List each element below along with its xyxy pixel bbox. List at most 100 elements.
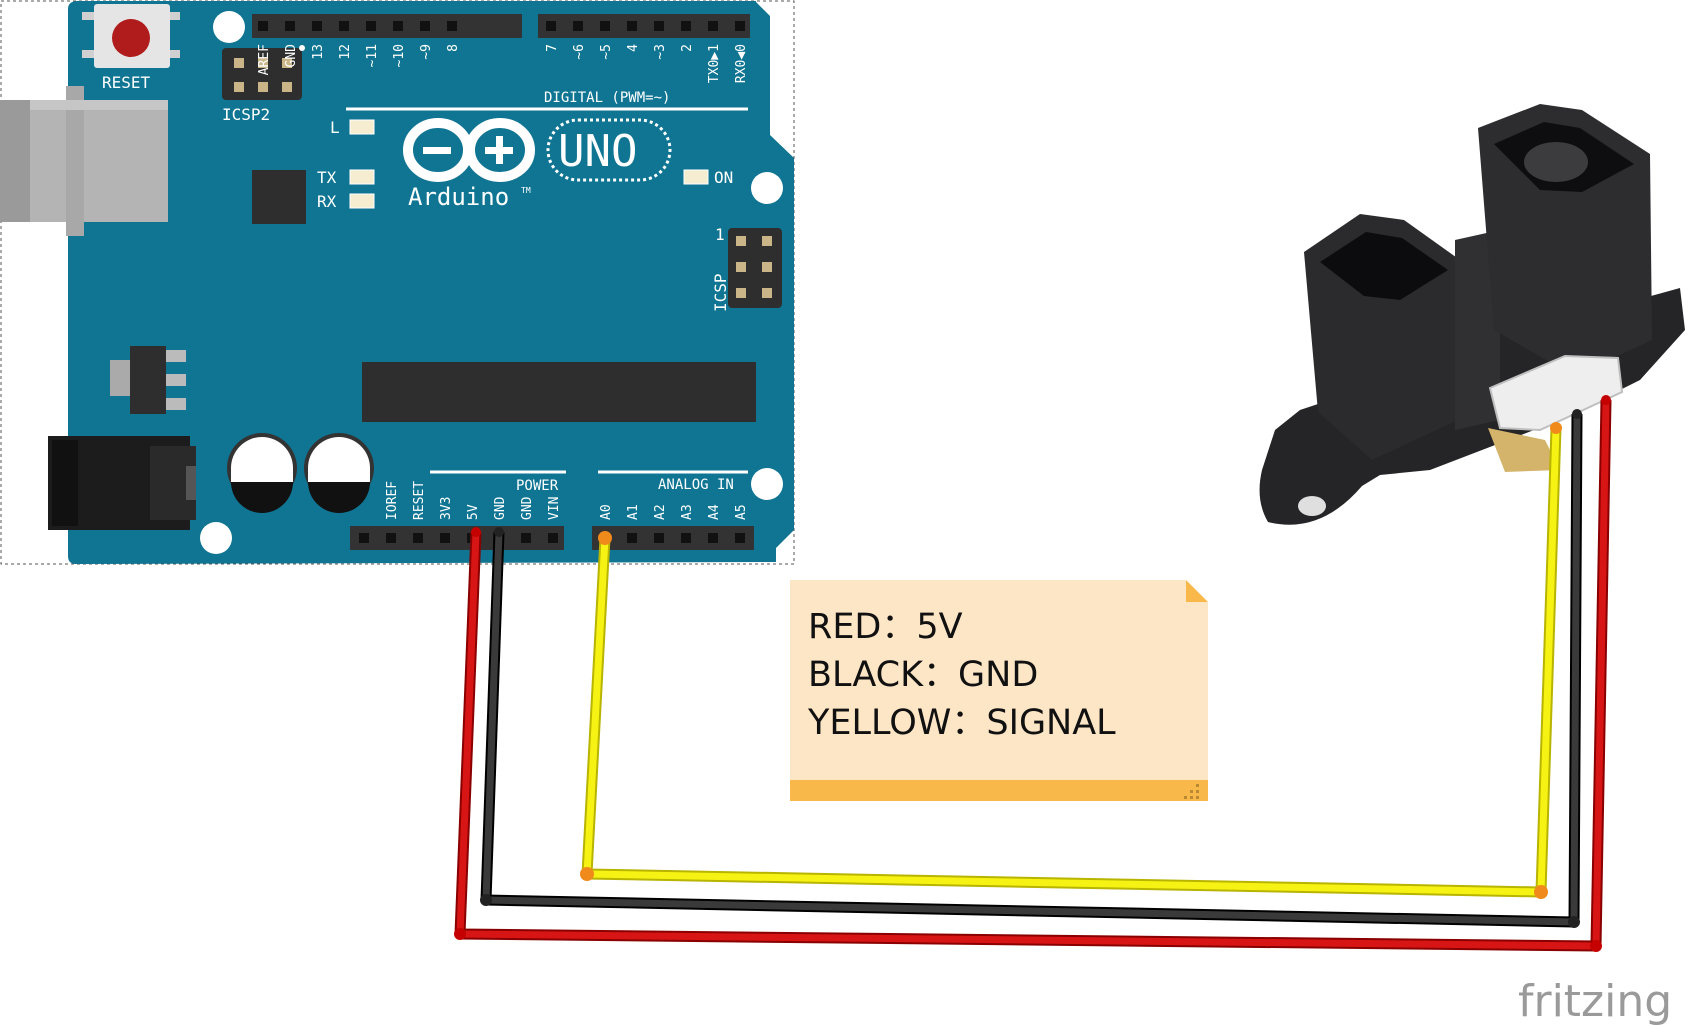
wire-endpoint[interactable] <box>494 527 504 537</box>
digital-label: DIGITAL (PWM=~) <box>544 90 670 106</box>
led-on-label: ON <box>714 168 733 187</box>
pin-label: ~9 <box>419 44 434 60</box>
black-wire-core <box>482 413 1581 926</box>
header-pin[interactable] <box>708 21 718 31</box>
pin-label: 7 <box>545 44 560 52</box>
pin-label: 2 <box>680 44 695 52</box>
header-pin[interactable] <box>654 21 664 31</box>
pin-label: 3V3 <box>439 497 454 520</box>
header-pin[interactable] <box>681 533 691 543</box>
header-pin[interactable] <box>735 533 745 543</box>
note-line: BLACK：GND <box>808 655 1038 695</box>
header-pin[interactable] <box>546 21 556 31</box>
pin-label: GND <box>520 496 535 520</box>
mount-hole <box>200 522 232 554</box>
note-body <box>790 580 1208 780</box>
pin-label: 8 <box>446 44 461 52</box>
mount-hole <box>213 11 245 43</box>
wire-endpoint[interactable] <box>1572 409 1582 419</box>
header-pin[interactable] <box>386 533 396 543</box>
sharp-ir-distance-sensor[interactable] <box>1259 104 1692 536</box>
header-pin[interactable] <box>413 533 423 543</box>
header-pin[interactable] <box>600 21 610 31</box>
wire-bendpoint[interactable] <box>1568 916 1580 928</box>
analog-label: ANALOG IN <box>658 477 734 493</box>
header-pin[interactable] <box>708 533 718 543</box>
pin-label: IOREF <box>385 481 400 520</box>
led-rx <box>349 193 375 209</box>
wire-endpoint[interactable] <box>1601 395 1611 405</box>
reset-button[interactable] <box>82 4 180 68</box>
yellow-wire-core <box>583 427 1560 896</box>
icsp2-header <box>222 45 305 100</box>
header-pin[interactable] <box>312 21 322 31</box>
pin-label: 5V <box>466 504 481 520</box>
header-pin[interactable] <box>258 21 268 31</box>
note-line: YELLOW：SIGNAL <box>807 703 1116 743</box>
digital-header-left <box>252 14 522 38</box>
arduino-trademark: TM <box>521 186 531 195</box>
led-on <box>683 169 709 185</box>
icsp-header <box>728 228 782 308</box>
header-pin[interactable] <box>548 533 558 543</box>
header-pin[interactable] <box>393 21 403 31</box>
header-pin[interactable] <box>681 21 691 31</box>
wire-endpoint[interactable] <box>598 531 612 545</box>
header-pin[interactable] <box>339 21 349 31</box>
capacitor <box>304 433 374 513</box>
mount-hole <box>751 468 783 500</box>
led-l-label: L <box>330 118 340 137</box>
pin-label: GND <box>493 496 508 520</box>
arduino-logo <box>403 118 535 182</box>
reset-label: RESET <box>102 73 151 92</box>
header-pin[interactable] <box>420 21 430 31</box>
pin-label: 4 <box>626 44 641 52</box>
sensor-pcb-edge <box>1488 428 1560 472</box>
digital-header-right <box>538 14 750 38</box>
sticky-note[interactable]: RED：5V BLACK：GND YELLOW：SIGNAL <box>790 580 1208 801</box>
header-pin[interactable] <box>366 21 376 31</box>
header-pin[interactable] <box>447 21 457 31</box>
wire-endpoint[interactable] <box>471 527 481 537</box>
wire-bendpoint[interactable] <box>454 928 466 940</box>
header-pin[interactable] <box>521 533 531 543</box>
wire-bendpoint[interactable] <box>580 867 594 881</box>
board-pcb <box>68 1 794 564</box>
fritzing-watermark: fritzing <box>1518 976 1672 1026</box>
header-pin[interactable] <box>654 533 664 543</box>
icsp2-label: ICSP2 <box>222 105 270 124</box>
analog-header <box>592 526 754 550</box>
header-pin[interactable] <box>573 21 583 31</box>
wire-bendpoint[interactable] <box>1590 940 1602 952</box>
wire-bendpoint[interactable] <box>480 894 492 906</box>
header-pin[interactable] <box>440 533 450 543</box>
header-pin[interactable] <box>627 533 637 543</box>
led-tx-label: TX <box>317 168 337 187</box>
dc-power-jack[interactable] <box>48 436 196 530</box>
mount-hole <box>751 172 783 204</box>
pin-label: ~6 <box>572 44 587 60</box>
note-resize-grip[interactable] <box>1184 784 1199 799</box>
header-pin[interactable] <box>359 533 369 543</box>
led-tx <box>349 169 375 185</box>
wire-bendpoint[interactable] <box>1534 885 1548 899</box>
pin-label: TX0▶1 <box>707 44 722 83</box>
pin-label: VIN <box>547 497 562 520</box>
pin-label: GND <box>284 44 299 68</box>
pin-label: ~3 <box>653 44 668 60</box>
pin-label: ~10 <box>392 44 407 67</box>
pin-label: ~5 <box>599 44 614 60</box>
pin-label: A2 <box>653 504 668 520</box>
pin-label: RESET <box>412 481 427 520</box>
sensor-lens <box>1524 142 1588 182</box>
header-pin[interactable] <box>627 21 637 31</box>
power-header <box>350 526 564 550</box>
power-label: POWER <box>516 478 559 494</box>
wire-endpoint[interactable] <box>1550 422 1562 434</box>
header-pin[interactable] <box>285 21 295 31</box>
red-wire-core <box>456 399 1610 950</box>
note-corner-fold <box>1186 580 1208 602</box>
header-pin[interactable] <box>735 21 745 31</box>
led-l <box>349 119 375 135</box>
